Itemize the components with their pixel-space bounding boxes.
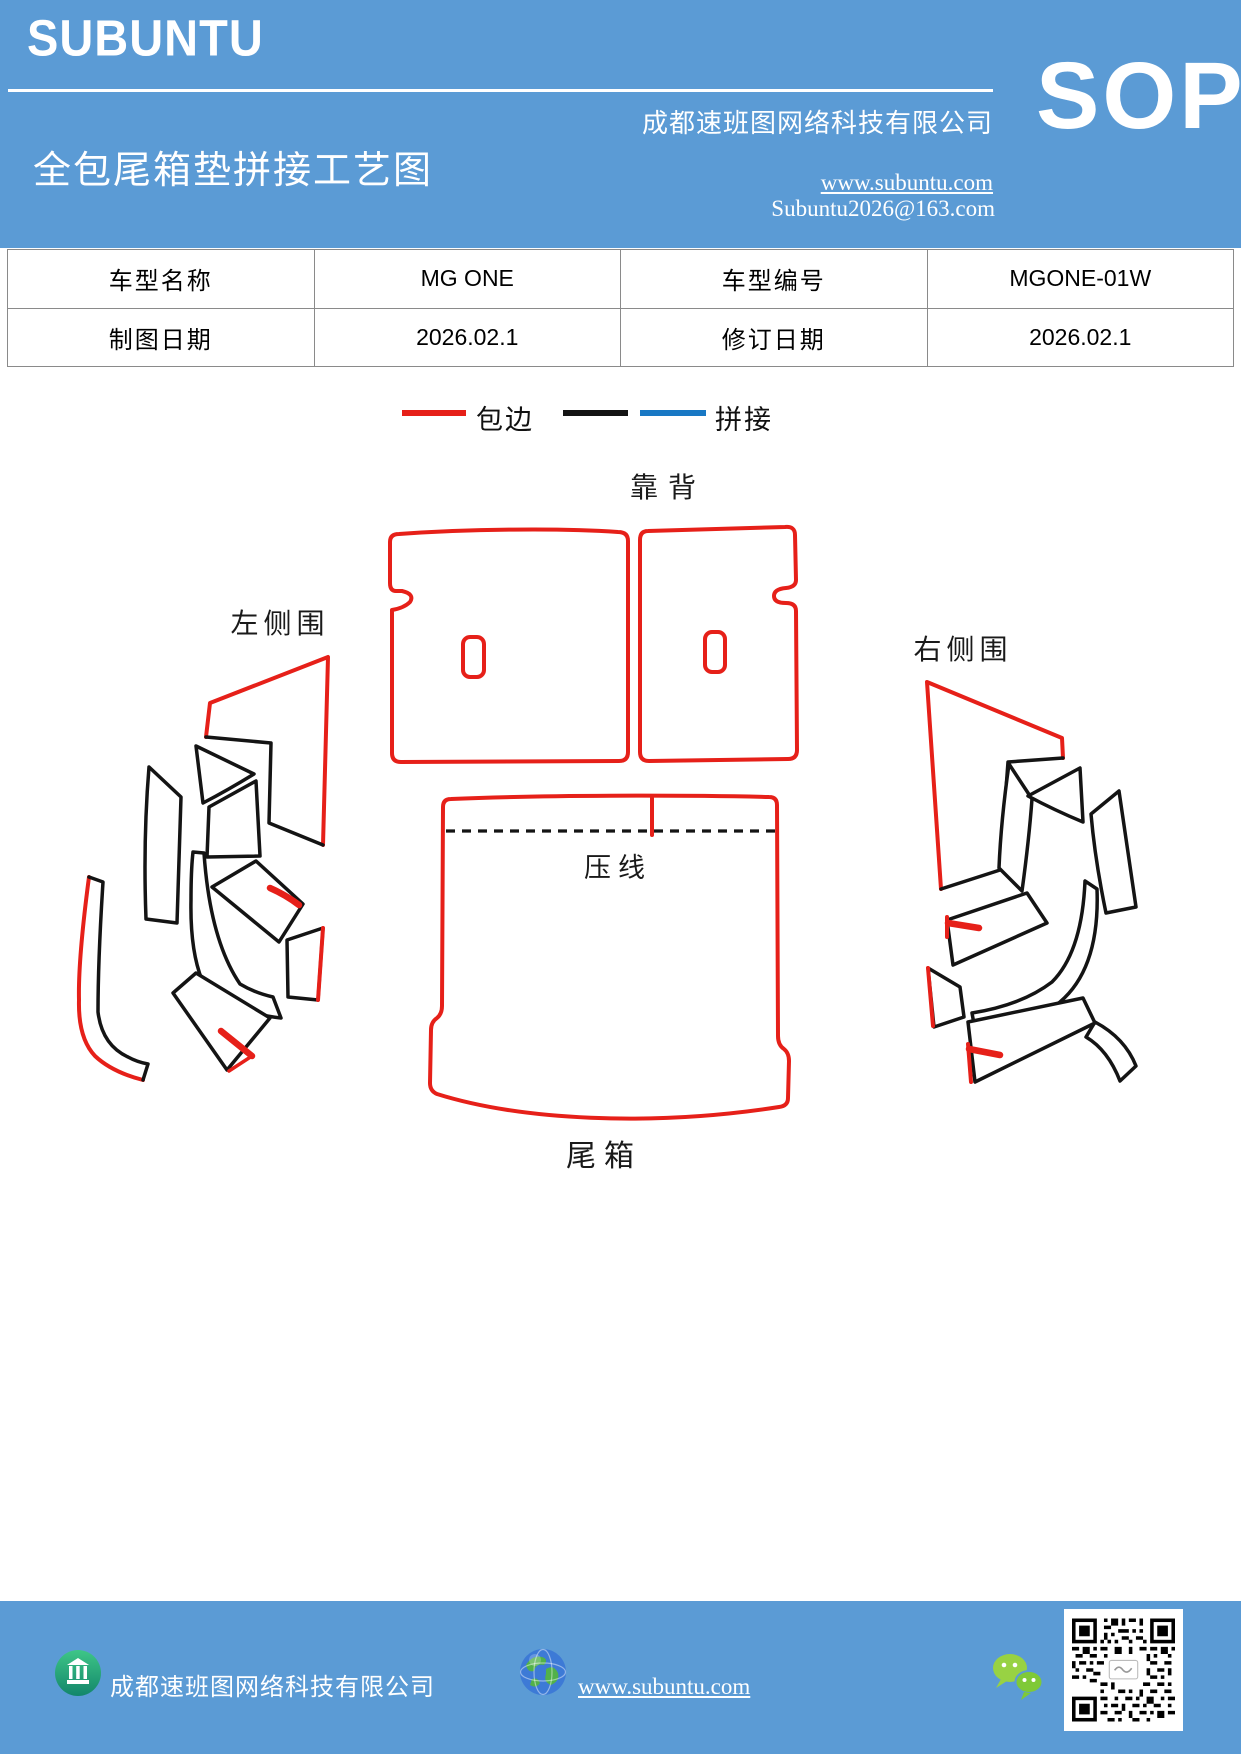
- right-big-panel: [927, 682, 1063, 889]
- revision-date-label: 修订日期: [721, 327, 826, 354]
- left-diamond-piece: [210, 859, 305, 944]
- footer-company-name: 成都速班图网络科技有限公司: [110, 1675, 435, 1701]
- table-row: 车型名称 MG ONE 车型编号 MGONE-01W: [7, 249, 1234, 309]
- left-side-label: 左侧围: [230, 608, 329, 639]
- table-row: 制图日期 2026.02.1 修订日期 2026.02.1: [7, 307, 1234, 367]
- header-divider: [8, 89, 993, 92]
- page-title: 全包尾箱垫拼接工艺图: [33, 150, 434, 192]
- draw-date-value: 2026.02.1: [416, 323, 519, 350]
- right-big-panel-red-edge: [925, 680, 1065, 891]
- left-quad-piece: [205, 779, 262, 859]
- backrest-left-piece: [388, 527, 630, 764]
- trunk-piece: [428, 793, 791, 1121]
- right-parallelogram-red-mark: [965, 1045, 1004, 1059]
- qr-code: [1064, 1609, 1183, 1731]
- right-curved-quad: [997, 762, 1034, 893]
- backrest-right-slot: [703, 630, 727, 674]
- vehicle-info-table: 车型名称 MG ONE 车型编号 MGONE-01W 制图日期 2026.02.…: [7, 249, 1234, 367]
- edge-wrap-line-swatch: [402, 410, 466, 416]
- left-boot-red-edge: [76, 875, 145, 1082]
- left-parallelogram-red-edge: [227, 1054, 254, 1073]
- model-name-label: 车型名称: [108, 269, 213, 296]
- right-quad-red-mark: [944, 919, 983, 932]
- brand-logo: SUBUNTU: [27, 9, 264, 67]
- left-boot-black-edge: [87, 875, 150, 1082]
- globe-icon: [519, 1648, 567, 1696]
- email-address: Subuntu2026@163.com: [771, 196, 995, 221]
- left-boot-strip: [78, 877, 148, 1080]
- right-bottom-curl: [1084, 1020, 1138, 1083]
- right-side-label: 右侧围: [913, 634, 1012, 665]
- left-strip-piece: [143, 765, 183, 925]
- backrest-left-slot: [461, 635, 486, 679]
- revision-date-value: 2026.02.1: [1029, 323, 1132, 350]
- splice-blue-line-swatch: [640, 410, 706, 416]
- right-triangle-piece: [1026, 766, 1085, 824]
- header-banner: SUBUNTU 全包尾箱垫拼接工艺图 成都速班图网络科技有限公司 www.sub…: [0, 0, 1241, 248]
- press-line-label: 压线: [584, 853, 652, 883]
- left-parallelogram-piece: [171, 971, 272, 1072]
- left-triangle-piece: [194, 744, 256, 805]
- edge-wrap-legend-label: 包边: [476, 405, 534, 435]
- backrest-left-outline: [388, 527, 630, 764]
- left-big-panel: [206, 657, 328, 845]
- model-code-value: MGONE-01W: [1009, 265, 1152, 292]
- right-strip-piece: [1089, 789, 1138, 915]
- left-side-cluster: [76, 655, 330, 1082]
- wechat-icon: [993, 1654, 1044, 1700]
- left-big-panel-red-edge: [204, 655, 330, 847]
- backrest-label: 靠背: [630, 472, 706, 503]
- right-quad-piece: [945, 891, 1049, 967]
- trunk-label: 尾箱: [566, 1140, 642, 1173]
- sop-badge: SOP: [1036, 43, 1241, 149]
- left-small-quad-red-edge: [316, 926, 325, 1002]
- footer-website-link[interactable]: www.subuntu.com: [578, 1674, 751, 1699]
- left-parallelogram-red-mark: [217, 1027, 256, 1060]
- model-name-value: MG ONE: [420, 265, 514, 292]
- trunk-outline: [428, 793, 791, 1121]
- building-icon: [55, 1650, 101, 1696]
- website-link[interactable]: www.subuntu.com: [820, 170, 993, 195]
- company-name: 成都速班图网络科技有限公司: [641, 109, 993, 138]
- splice-legend-label: 拼接: [715, 405, 773, 435]
- draw-date-label: 制图日期: [108, 327, 213, 354]
- left-diamond-red-mark: [266, 884, 303, 909]
- right-trapezoid-red-edge: [926, 966, 935, 1028]
- right-side-cluster: [925, 680, 1138, 1084]
- qr-code-pattern: [1072, 1618, 1175, 1722]
- model-code-label: 车型编号: [721, 269, 826, 296]
- right-parallelogram-piece: [966, 996, 1097, 1084]
- splice-black-line-swatch: [563, 410, 628, 416]
- left-big-panel-black-edge: [204, 735, 325, 847]
- backrest-right-piece: [638, 524, 799, 763]
- footer-banner: 成都速班图网络科技有限公司 www.subuntu.com: [0, 1601, 1241, 1754]
